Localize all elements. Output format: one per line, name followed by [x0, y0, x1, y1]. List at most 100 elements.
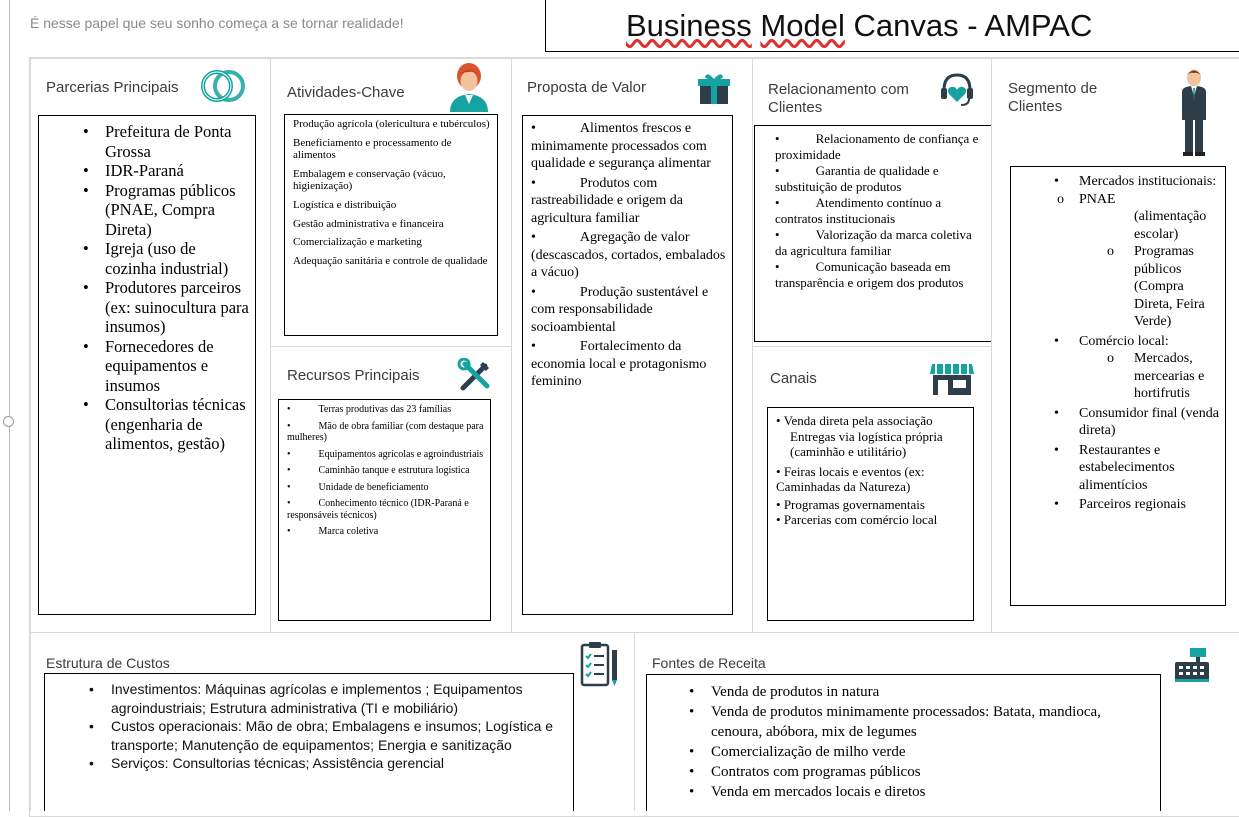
list-item: •Mão de obra familiar (com destaque para… [287, 420, 484, 444]
panel-title-atividades: Atividades-Chave [287, 84, 405, 101]
recursos-textbox: •Terras produtivas das 23 famílias •Mão … [278, 399, 491, 621]
list-item: •Alimentos frescos e minimamente process… [531, 121, 711, 171]
list-item: Comercialização e marketing [293, 236, 422, 249]
list-item: •Agregação de valor (descascados, cortad… [531, 230, 726, 280]
bullet: • [531, 121, 536, 136]
list-item: •Restaurantes e estabelecimentos aliment… [1054, 442, 1175, 493]
panel-title-segmento: Segmento de Clientes [1008, 80, 1098, 115]
relacionamento-textbox: •Relacionamento de confiança e proximida… [754, 125, 994, 342]
bullet: • [287, 481, 291, 493]
bullet: • [1054, 497, 1059, 512]
list-item: IDR-Paraná [83, 161, 251, 181]
list-item: • Parcerias com comércio local [776, 512, 938, 527]
bullet: • [531, 230, 536, 245]
bullet: • [287, 465, 291, 476]
list-item: •Fortalecimento da economia local e prot… [531, 339, 707, 389]
bullet: • [1054, 442, 1059, 458]
list-item: •Mercados institucionais: [1054, 174, 1217, 189]
list-item: Investimentos: Máquinas agrícolas e impl… [89, 680, 563, 717]
bullet: • [287, 404, 291, 415]
bullet: o [1107, 244, 1114, 259]
bullet: • [1054, 333, 1059, 349]
list-item: •Caminhão tanque e estrutura logística [287, 465, 470, 476]
receita-textbox: Venda de produtos in natura Venda de pro… [646, 674, 1161, 811]
woman-avatar-icon [450, 63, 488, 112]
page-title: Business Model Canvas - AMPAC [626, 8, 1093, 43]
list-item: •Comunicação baseada em transparência e … [775, 259, 964, 290]
bullet: • [1054, 405, 1059, 421]
panel-title-canais: Canais [770, 370, 817, 387]
list-item: •Marca coletiva [287, 526, 379, 537]
list-item: •Valorização da marca coletiva da agricu… [775, 227, 972, 258]
list-item: •Unidade de beneficiamento [287, 481, 429, 493]
headset-heart-icon [941, 73, 973, 106]
list-item: Produtores parceiros (ex: suinocultura p… [83, 278, 251, 337]
list-item: Fornecedores de equipamentos e insumos [83, 337, 251, 396]
bullet: o [1057, 191, 1064, 207]
bullet: • [775, 195, 780, 210]
list-item: Igreja (uso de cozinha industrial) [83, 239, 251, 278]
panel-title-parcerias: Parcerias Principais [46, 79, 179, 96]
bullet: • [775, 227, 780, 242]
panel-title-receita: Fontes de Receita [652, 655, 766, 671]
bullet: • [287, 498, 291, 509]
bullet: • [1054, 174, 1059, 189]
list-item: Venda de produtos in natura [689, 682, 1150, 702]
list-item: •Comércio local: [1054, 333, 1169, 349]
resize-handle[interactable] [3, 416, 14, 427]
bullet: • [775, 163, 780, 178]
parcerias-textbox: Prefeitura de Ponta Grossa IDR-Paraná Pr… [38, 115, 256, 615]
list-item: • Feiras locais e eventos (ex: Caminhada… [776, 463, 925, 495]
list-item: • Programas governamentais [776, 496, 925, 512]
list-item: •Terras produtivas das 23 famílias [287, 404, 452, 415]
partnership-rings-icon [201, 70, 245, 102]
custos-textbox: Investimentos: Máquinas agrícolas e impl… [44, 673, 574, 811]
list-item: Embalagem e conservação (vácuo, higieniz… [293, 167, 446, 193]
list-item: Produção agrícola (olericultura e tubérc… [293, 118, 490, 130]
list-item: •Relacionamento de confiança e proximida… [775, 131, 979, 162]
list-item: Programas públicos (PNAE, Compra Direta) [83, 181, 251, 240]
list-item: Gestão administrativa e financeira [293, 217, 444, 230]
list-item: (alimentação escolar) [1134, 209, 1207, 242]
list-item: •Conhecimento técnico (IDR-Paraná e resp… [287, 498, 469, 521]
title-box [545, 0, 1239, 52]
bullet: • [531, 175, 536, 191]
list-item: Venda em mercados locais e diretos [689, 782, 1150, 802]
list-item: Comercialização de milho verde [689, 742, 1150, 762]
clipboard-checklist-icon [580, 642, 617, 687]
bullet: • [287, 448, 291, 460]
businessman-icon [1182, 69, 1206, 156]
list-item: •Equipamentos agrícolas e agroindustriai… [287, 448, 484, 460]
storefront-icon [930, 364, 974, 395]
bullet: • [775, 131, 780, 146]
bullet: • [287, 526, 291, 537]
tools-icon [457, 358, 490, 391]
proposta-textbox: •Alimentos frescos e minimamente process… [522, 115, 733, 615]
list-item: •Produção sustentável e com responsabili… [531, 284, 709, 335]
list-item: Venda de produtos minimamente processado… [689, 702, 1150, 742]
list-item: Adequação sanitária e controle de qualid… [293, 254, 488, 267]
list-item: Prefeitura de Ponta Grossa [83, 122, 251, 161]
list-item: •Atendimento contínuo a contratos instit… [775, 195, 942, 226]
gift-icon [698, 74, 730, 104]
list-item: Consultorias técnicas (engenharia de ali… [83, 395, 251, 454]
list-item: Contratos com programas públicos [689, 762, 1150, 782]
list-item: Logística e distribuição [293, 198, 397, 211]
list-item: •Garantia de qualidade e substituição de… [775, 163, 939, 194]
bullet: • [287, 420, 291, 432]
list-item: •Parceiros regionais [1054, 497, 1186, 512]
list-item: •Consumidor final (venda direta) [1054, 405, 1219, 439]
slogan: É nesse papel que seu sonho começa a se … [30, 15, 404, 31]
atividades-textbox: Produção agrícola (olericultura e tubérc… [284, 114, 498, 336]
list-item: • Venda direta pela associação [776, 413, 933, 428]
margin-line [9, 0, 10, 811]
bullet: o [1107, 351, 1114, 366]
canais-textbox: • Venda direta pela associação Entregas … [767, 407, 974, 621]
panel-title-recursos: Recursos Principais [287, 367, 420, 384]
list-item: Custos operacionais: Mão de obra; Embala… [89, 717, 563, 754]
list-item: Entregas via logística própria (caminhão… [790, 428, 943, 460]
bullet: • [775, 259, 780, 274]
